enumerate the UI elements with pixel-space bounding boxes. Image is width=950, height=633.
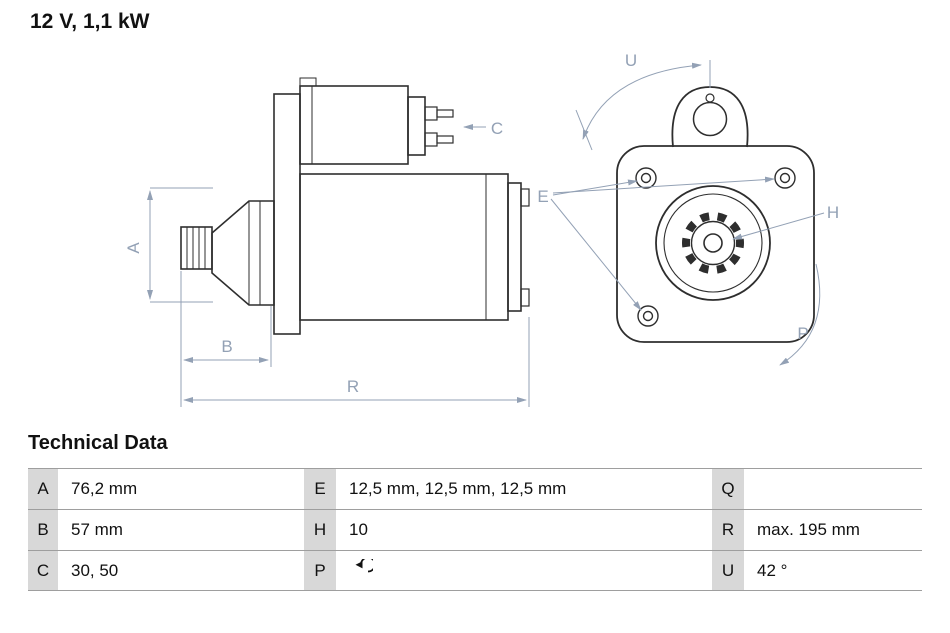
ear-pilot-hole	[705, 93, 715, 103]
flange-outline	[616, 145, 815, 343]
starter-motor-technical-drawing: A B R C E H U P	[124, 51, 839, 407]
param-value-cell	[339, 551, 709, 590]
bolt-hole-bottom-left	[637, 305, 659, 327]
leader-E-1	[552, 179, 638, 196]
param-key-cell: B	[28, 510, 58, 550]
param-key-cell: Q	[712, 469, 744, 509]
param-value-cell: 10	[339, 510, 709, 550]
param-value-cell: 76,2 mm	[61, 469, 301, 509]
param-key-cell: H	[304, 510, 336, 550]
param-value-cell: max. 195 mm	[747, 510, 922, 550]
param-value-cell: 12,5 mm, 12,5 mm, 12,5 mm	[339, 469, 709, 509]
leader-E-2	[552, 176, 775, 194]
param-key-cell: C	[28, 551, 58, 590]
dim-label-H: H	[827, 203, 839, 222]
dim-arc-U	[582, 62, 702, 140]
pinion-gear	[180, 226, 213, 270]
table-row: A 76,2 mm E 12,5 mm, 12,5 mm, 12,5 mm Q	[28, 468, 922, 509]
leader-H	[732, 212, 825, 240]
dim-label-R: R	[347, 377, 359, 396]
dim-label-B: B	[221, 337, 232, 356]
param-value-cell	[747, 469, 922, 509]
table-row: B 57 mm H 10 R max. 195 mm	[28, 509, 922, 550]
bolt-hole-top-left	[635, 167, 657, 189]
param-key-cell: U	[712, 551, 744, 590]
param-value-cell: 30, 50	[61, 551, 301, 590]
table-row: C 30, 50 P U 42 °	[28, 550, 922, 591]
technical-data-section: Technical Data A 76,2 mm E 12,5 mm, 12,5…	[28, 432, 922, 591]
bolt-hole-top-right	[774, 167, 796, 189]
param-key-cell: P	[304, 551, 336, 590]
dim-arc-P	[779, 263, 821, 366]
technical-data-heading: Technical Data	[28, 432, 168, 454]
dim-label-C: C	[491, 119, 503, 138]
param-key-cell: E	[304, 469, 336, 509]
dimension-labels: A B R C E H U P	[124, 51, 839, 396]
technical-data-table: A 76,2 mm E 12,5 mm, 12,5 mm, 12,5 mm Q …	[28, 468, 922, 591]
param-value-cell: 57 mm	[61, 510, 301, 550]
drive-end-housing	[211, 200, 275, 306]
side-view	[180, 77, 530, 335]
mounting-flange-plate	[273, 93, 301, 335]
product-spec-title: 12 V, 1,1 kW	[30, 10, 150, 33]
param-key-cell: R	[712, 510, 744, 550]
front-view	[616, 86, 815, 343]
mounting-ear	[671, 86, 749, 148]
center-bore-and-gear	[655, 185, 771, 301]
gear-teeth	[682, 212, 744, 274]
dim-label-A: A	[124, 242, 143, 254]
dim-label-P: P	[797, 324, 808, 343]
param-value-cell: 42 °	[747, 551, 922, 590]
ear-hole	[692, 101, 728, 137]
ccw-rotation-icon	[349, 558, 373, 583]
dimension-annotations	[147, 60, 825, 407]
dim-label-U: U	[625, 51, 637, 70]
param-key-cell: A	[28, 469, 58, 509]
dim-label-E: E	[537, 187, 548, 206]
solenoid	[299, 77, 454, 165]
gear-center-hole	[703, 233, 723, 253]
leader-E-3	[550, 198, 642, 311]
motor-body	[299, 173, 530, 321]
